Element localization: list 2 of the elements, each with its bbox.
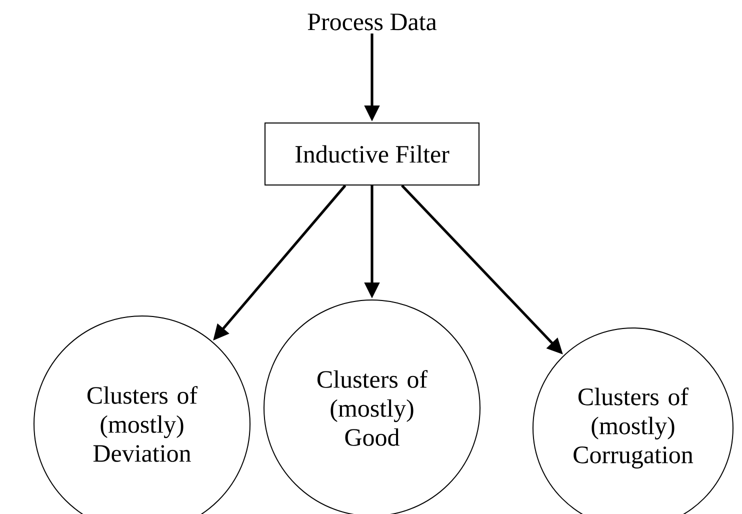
input-label: Process Data xyxy=(308,14,437,30)
filter-box: Inductive Filter xyxy=(264,122,480,186)
